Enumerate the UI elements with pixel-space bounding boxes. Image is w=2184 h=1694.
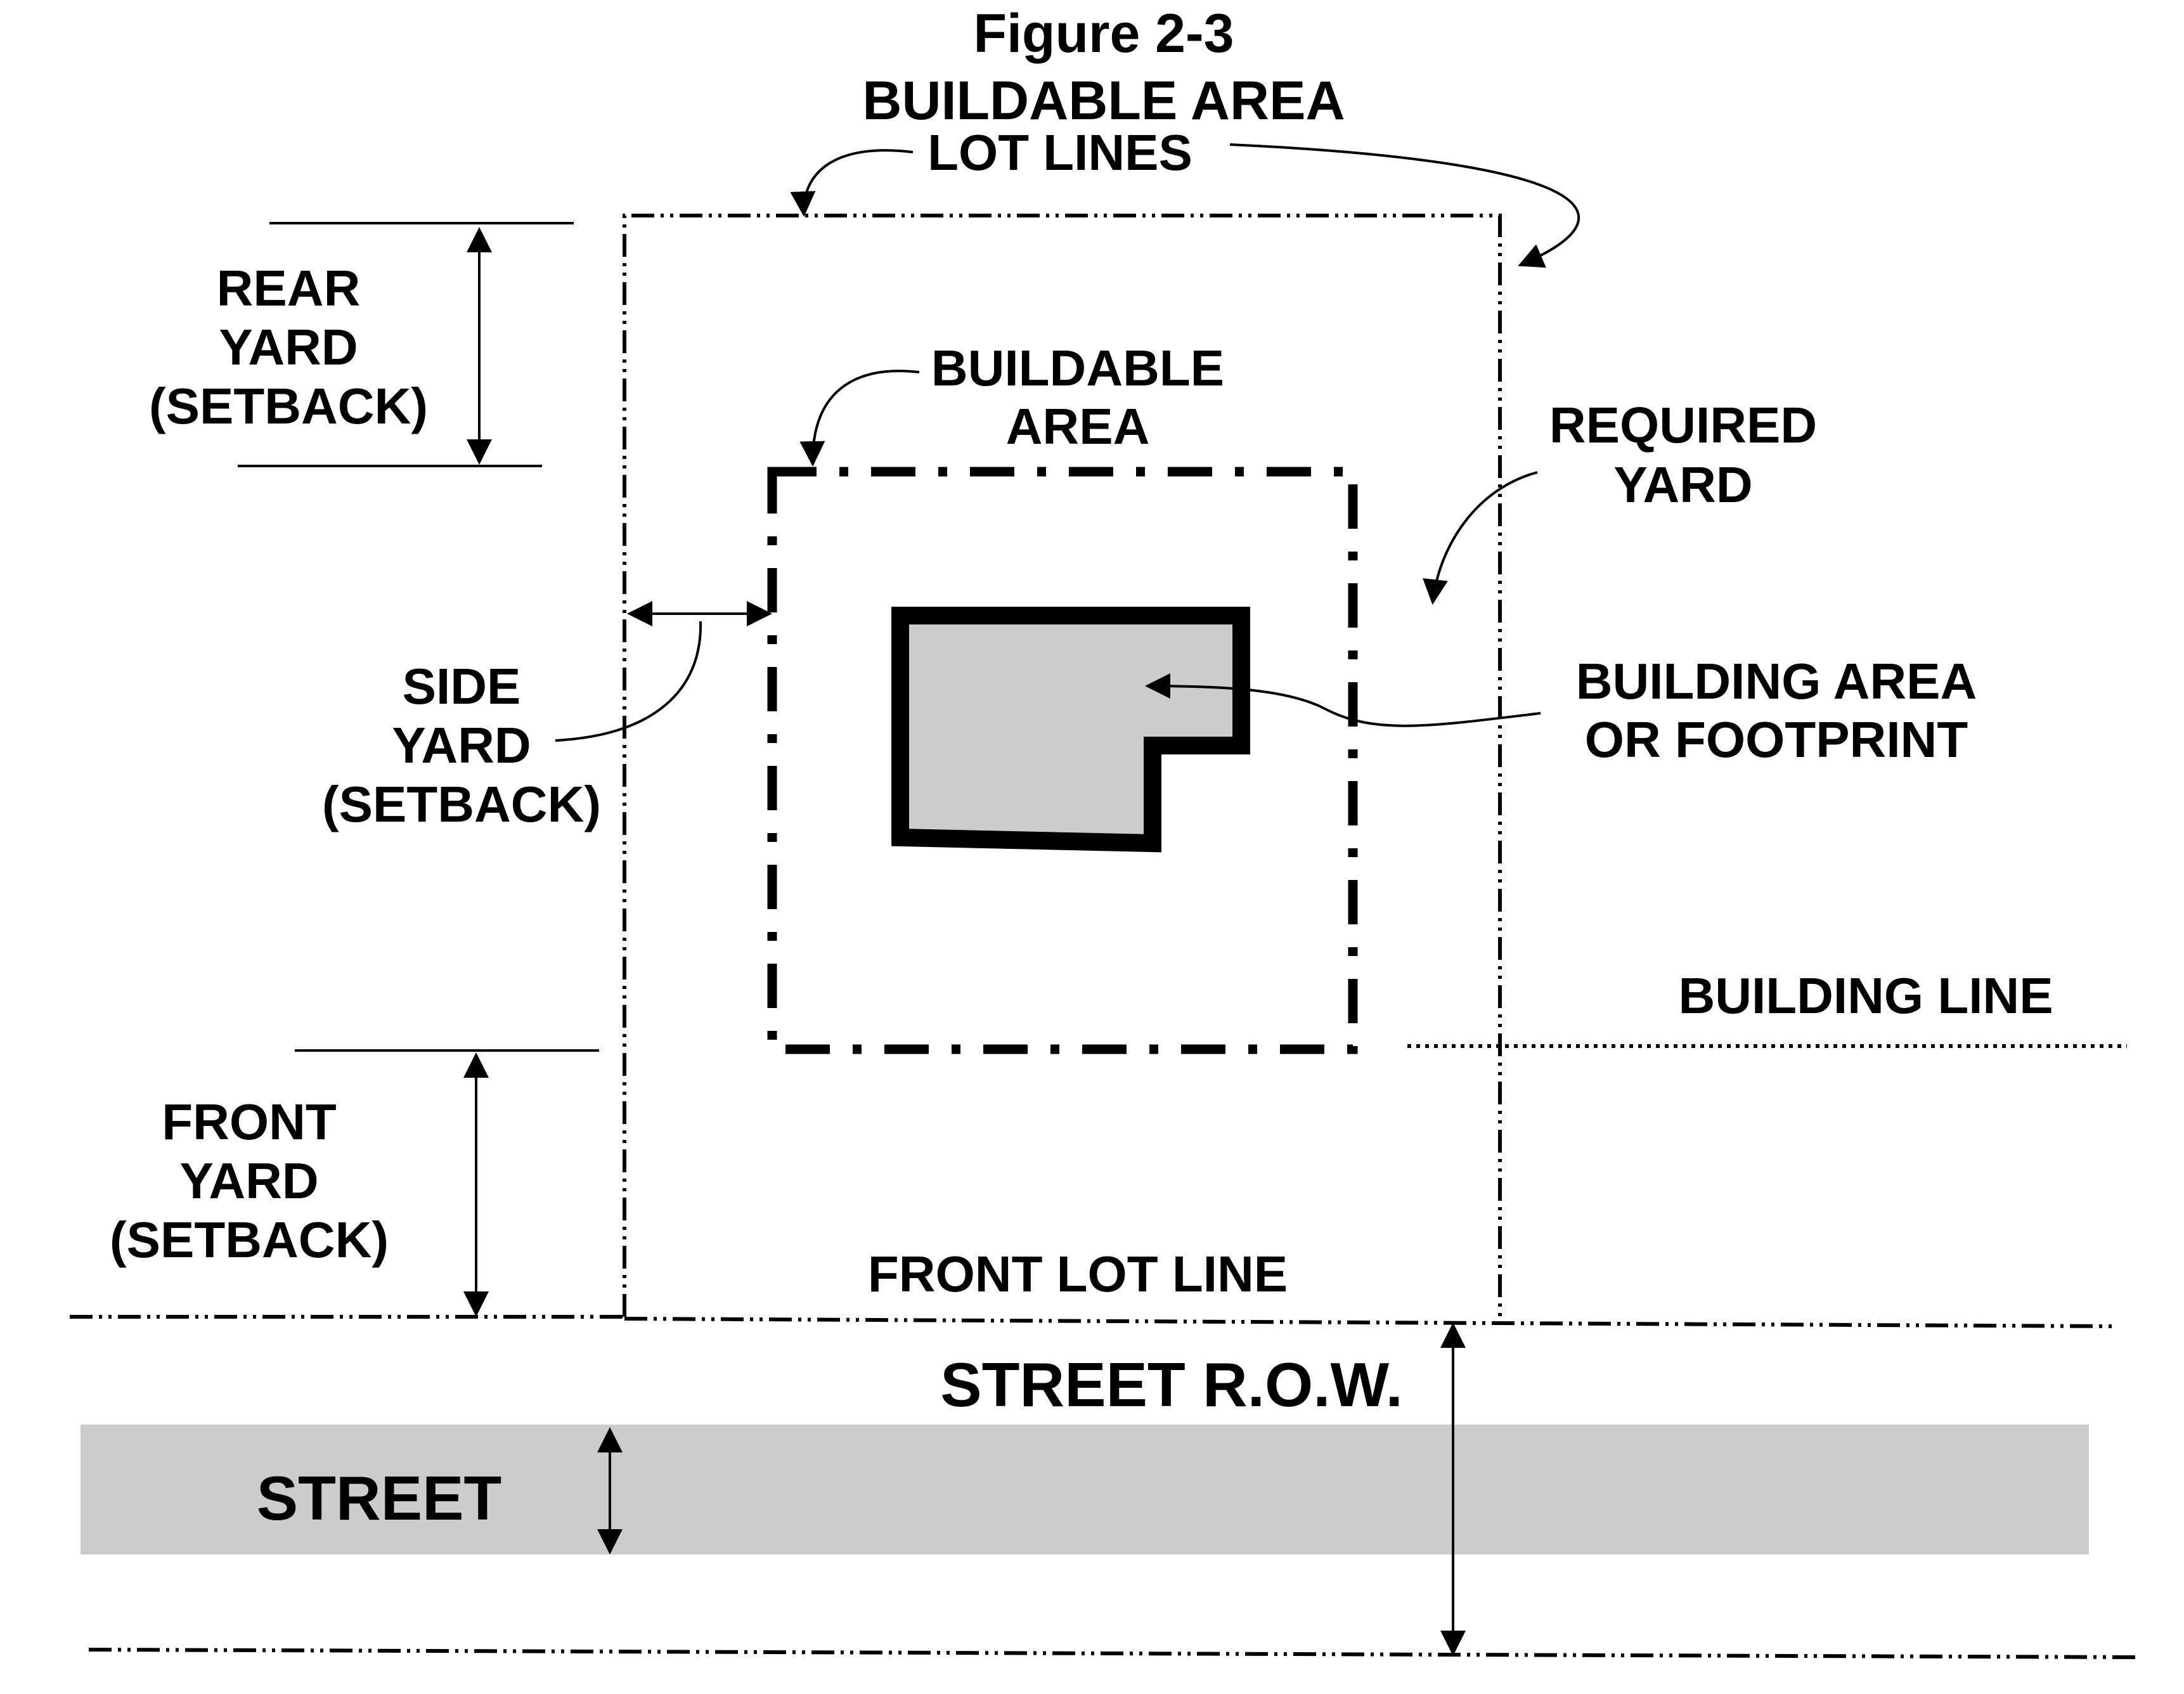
figure-title: BUILDABLE AREA [862, 70, 1345, 131]
street-label: STREET [257, 1463, 502, 1533]
side-yard-label-line3: (SETBACK) [322, 776, 601, 832]
lot-lines [623, 214, 1502, 1319]
lot-lines-label: LOT LINES [927, 124, 1192, 181]
required-yard-label-line2: YARD [1613, 456, 1752, 513]
side-yard-leader [555, 621, 702, 742]
required-yard-label-line1: REQUIRED [1549, 397, 1817, 453]
side-yard-label-line1: SIDE [403, 658, 521, 714]
front-yard-label-line2: YARD [179, 1153, 318, 1209]
buildable-area-label-line1: BUILDABLE [931, 340, 1224, 396]
building-area-label-line2: OR FOOTPRINT [1585, 711, 1968, 768]
building-area-leader [1145, 673, 1541, 727]
front-lot-line-right [624, 1317, 2118, 1328]
building-footprint [891, 607, 1250, 853]
street-band [81, 1425, 2089, 1555]
figure-number: Figure 2-3 [974, 3, 1234, 64]
front-lot-line-label: FRONT LOT LINE [868, 1246, 1288, 1302]
side-yard-label-line2: YARD [392, 717, 531, 773]
building-line-label: BUILDING LINE [1678, 967, 2053, 1024]
rear-yard-label-line2: YARD [219, 319, 358, 375]
rear-yard-label-line1: REAR [217, 260, 361, 316]
row-rear-line [88, 1648, 2140, 1659]
buildable-area-label-line2: AREA [1006, 398, 1150, 455]
building-area-label-line1: BUILDING AREA [1576, 653, 1977, 709]
front-yard-label-line3: (SETBACK) [110, 1212, 389, 1268]
lot-lines-leader-right [1229, 143, 1580, 268]
street-row-label: STREET R.O.W. [940, 1350, 1403, 1419]
front-yard-label-line1: FRONT [162, 1094, 337, 1150]
rear-yard-label-line3: (SETBACK) [149, 378, 428, 434]
lot-lines-leader-left [790, 149, 914, 217]
buildable-area-leader [799, 370, 920, 467]
required-yard-leader [1423, 471, 1538, 605]
